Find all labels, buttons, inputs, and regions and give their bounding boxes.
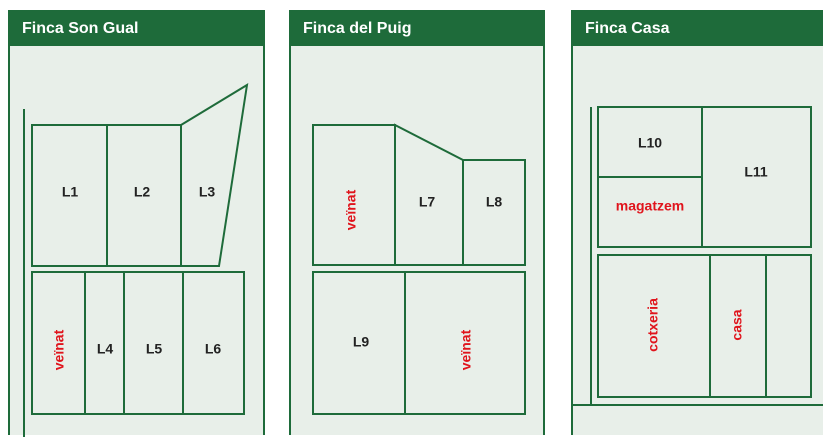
plot-map-del-puig: veïnat L7 L8 L9 veïnat	[312, 123, 526, 415]
panel-finca-del-puig: Finca del Puig veïnat L7 L8 L9 veïnat	[289, 10, 545, 435]
plot-label: veïnat	[343, 189, 359, 230]
panel-finca-casa: Finca Casa L10 magatzem L11 cotxeria cas…	[571, 10, 823, 435]
plot-label: L7	[419, 194, 436, 210]
plot-label: veïnat	[51, 329, 67, 370]
plot-label: L11	[744, 164, 768, 180]
plot-l6	[182, 271, 245, 415]
plot-label: cotxeria	[645, 298, 661, 352]
plot-map-son-gual: L1 L2 L3 veïnat L4 L5 L6	[23, 83, 249, 437]
plot-label: L4	[97, 341, 114, 357]
plot-l11	[701, 106, 812, 248]
panel-title: Finca del Puig	[291, 12, 543, 46]
plot-label: veïnat	[458, 329, 474, 370]
plot-label: magatzem	[616, 198, 684, 214]
plot-label: L2	[134, 184, 151, 200]
plot-label: L1	[62, 184, 79, 200]
plot-label: L8	[486, 194, 503, 210]
plot-label: L3	[199, 184, 216, 200]
panel-title: Finca Son Gual	[10, 12, 263, 46]
plot-label: L5	[146, 341, 163, 357]
plot-label: L9	[353, 334, 370, 350]
plot-label: L10	[638, 135, 662, 151]
plot-adjacent	[765, 254, 812, 398]
panel-finca-son-gual: Finca Son Gual L1 L2 L3 veïnat L4 L5 L6	[8, 10, 265, 437]
plot-l8	[462, 159, 526, 266]
plot-l3	[180, 83, 249, 267]
plot-label: casa	[729, 309, 745, 340]
plot-label: L6	[205, 341, 222, 357]
plot-map-casa: L10 magatzem L11 cotxeria casa	[573, 106, 823, 406]
panel-title: Finca Casa	[573, 12, 823, 46]
plot-veinat-2	[404, 271, 526, 415]
